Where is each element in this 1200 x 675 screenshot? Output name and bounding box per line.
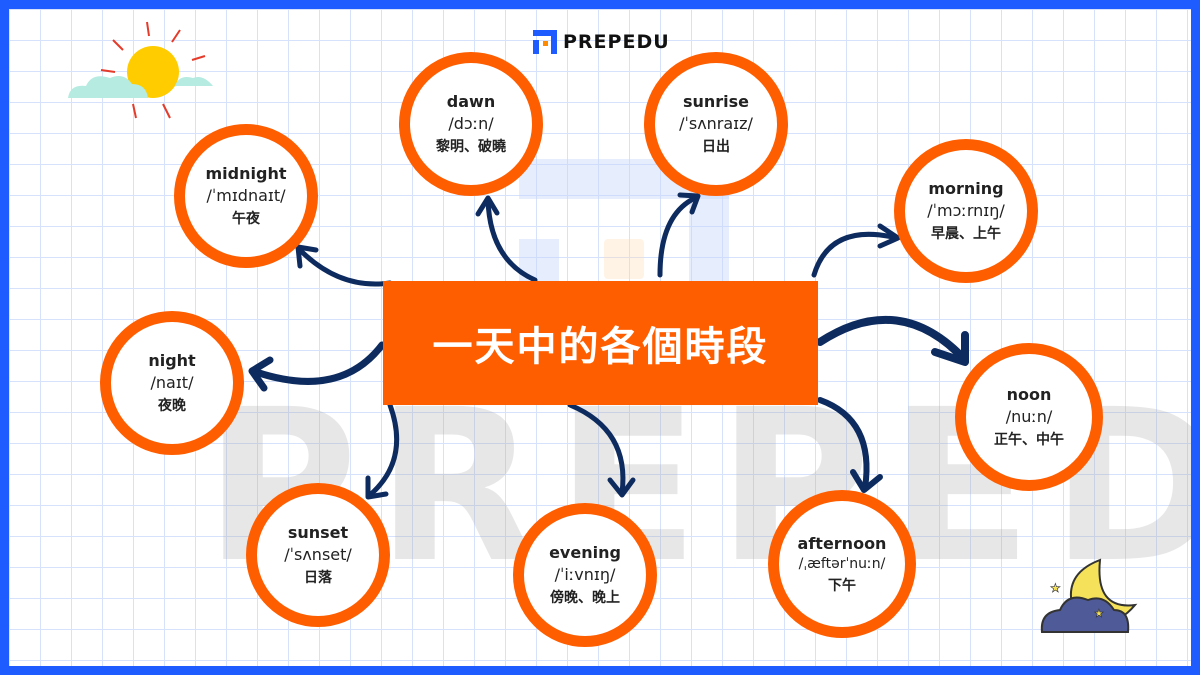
ipa: /naɪt/ [150, 373, 194, 392]
svg-text:★: ★ [1094, 607, 1104, 620]
ipa: /ˈsʌnset/ [284, 545, 352, 564]
node-sunrise: sunrise/ˈsʌnraɪz/日出 [644, 52, 788, 196]
arrows [248, 192, 969, 500]
arrow-to-midnight [297, 247, 393, 287]
arrow-to-afternoon [817, 397, 870, 491]
prepedu-logo-icon [533, 30, 557, 54]
translation: 日出 [702, 139, 730, 155]
ipa: /ˈmɔːrnɪŋ/ [927, 201, 1005, 220]
arrow-to-noon [816, 315, 969, 364]
node-afternoon: afternoon/ˌæftərˈnuːn/下午 [768, 490, 916, 638]
arrow-to-sunset [367, 402, 400, 498]
word: dawn [446, 92, 496, 111]
word: night [148, 351, 196, 370]
translation: 傍晚、晚上 [550, 590, 620, 606]
ipa: /dɔːn/ [448, 114, 494, 133]
arrow-to-evening [567, 402, 626, 496]
translation: 夜晚 [158, 398, 186, 414]
word: sunrise [682, 92, 750, 111]
translation: 早晨、上午 [931, 226, 1001, 242]
sun-icon [68, 21, 213, 119]
word: morning [928, 179, 1004, 198]
moon-icon: ★ ★ [1040, 558, 1138, 633]
ipa: /ˈiːvnɪŋ/ [554, 565, 616, 584]
logo-text: PREPEDU [563, 31, 670, 53]
word: sunset [287, 523, 349, 542]
node-dawn: dawn/dɔːn/黎明、破曉 [399, 52, 543, 196]
node-night: night/naɪt/夜晚 [100, 311, 244, 455]
translation: 下午 [828, 577, 856, 594]
ipa: /ˌæftərˈnuːn/ [798, 555, 886, 572]
translation: 正午、中午 [994, 432, 1064, 448]
arrow-to-night [252, 341, 386, 385]
node-evening: evening/ˈiːvnɪŋ/傍晚、晚上 [513, 503, 657, 647]
translation: 黎明、破曉 [436, 139, 506, 155]
ipa: /nuːn/ [1005, 407, 1053, 426]
node-morning: morning/ˈmɔːrnɪŋ/早晨、上午 [894, 139, 1038, 283]
svg-text:★: ★ [1050, 581, 1061, 595]
translation: 午夜 [232, 211, 260, 227]
word: noon [1006, 385, 1052, 404]
ipa: /ˈsʌnraɪz/ [679, 114, 753, 133]
word: afternoon [797, 533, 887, 553]
word: midnight [205, 164, 287, 183]
ipa: /ˈmɪdnaɪt/ [206, 186, 286, 205]
arrow-to-dawn [485, 197, 538, 283]
node-noon: noon/nuːn/正午、中午 [955, 343, 1103, 491]
arrow-to-sunrise [657, 195, 698, 278]
arrow-to-morning [811, 231, 900, 278]
brand-logo: PREPEDU [533, 30, 670, 54]
node-midnight: midnight/ˈmɪdnaɪt/午夜 [174, 124, 318, 268]
center-title: 一天中的各個時段 [383, 281, 818, 405]
word: evening [549, 543, 621, 562]
translation: 日落 [304, 570, 332, 586]
node-sunset: sunset/ˈsʌnset/日落 [246, 483, 390, 627]
